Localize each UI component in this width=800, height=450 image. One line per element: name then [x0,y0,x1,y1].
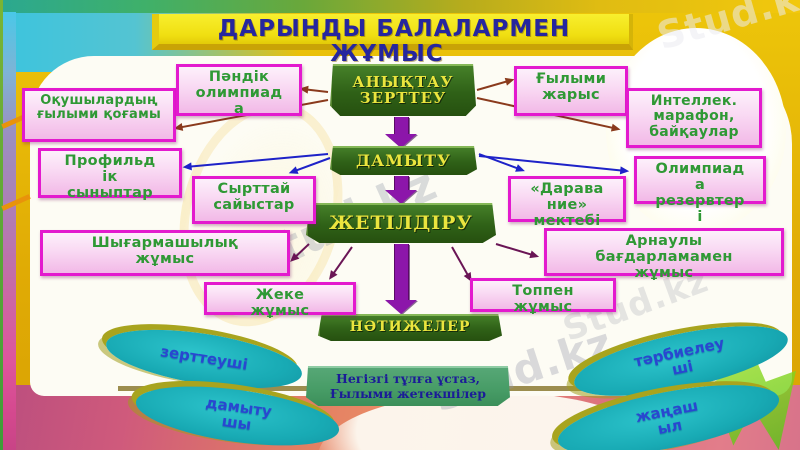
branch-pandik-olimpiada: Пәндік олимпиада [176,64,302,117]
branch-gylymi-zharys: Ғылыми жарыс [514,66,628,116]
stage-develop: ДАМЫТУ [330,146,477,175]
down-arrow-identify-develop [384,117,418,148]
left-edge-line [0,0,3,450]
branch-okushylardyn-gylymi-kogamy: Оқушылардың ғылыми қоғамы [22,88,176,142]
down-arrow-improve-results [384,244,418,314]
branch-olimpiada-rezervteri: Олимпиада резервтері [634,156,766,225]
down-arrow-develop-improve [384,176,418,204]
stage-improve: ЖЕТІЛДІРУ [306,203,496,243]
key-person-box: Негізгі тұлға ұстаз, Ғылыми жетекшілер [306,366,510,406]
stage-identify-research: АНЫҚТАУ ЗЕРТТЕУ [330,64,476,116]
title-banner: ДАРЫНДЫ БАЛАЛАРМЕН [152,14,633,50]
branch-daravanie-mektebi: «Дарава ние» мектебі [508,176,626,229]
stage-results: НӘТИЖЕЛЕР [318,314,502,341]
branch-intellek-marafon: Интеллек. марафон, байқаулар [626,88,762,148]
top-gradient-band [0,0,800,13]
slide-title-line1: ДАРЫНДЫ БАЛАЛАРМЕН [217,16,571,42]
branch-arnauly-bagdarlama: Арнаулы бағдарламамен жұмыс [544,228,784,281]
slide-title-line2: ЖҰМЫС [330,41,444,67]
rainbow-side-strip [3,12,16,450]
branch-toppen-zhumys: Топпен жұмыс [470,278,616,315]
branch-zheke-zhumys: Жеке жұмыс [204,282,356,319]
branch-shygarmashylyk-zhumys: Шығармашылық жұмыс [40,230,290,276]
branch-profildik-synyptar: Профильдік сыныптар [38,148,182,201]
branch-syrttai-saiystar: Сырттай сайыстар [192,176,316,224]
